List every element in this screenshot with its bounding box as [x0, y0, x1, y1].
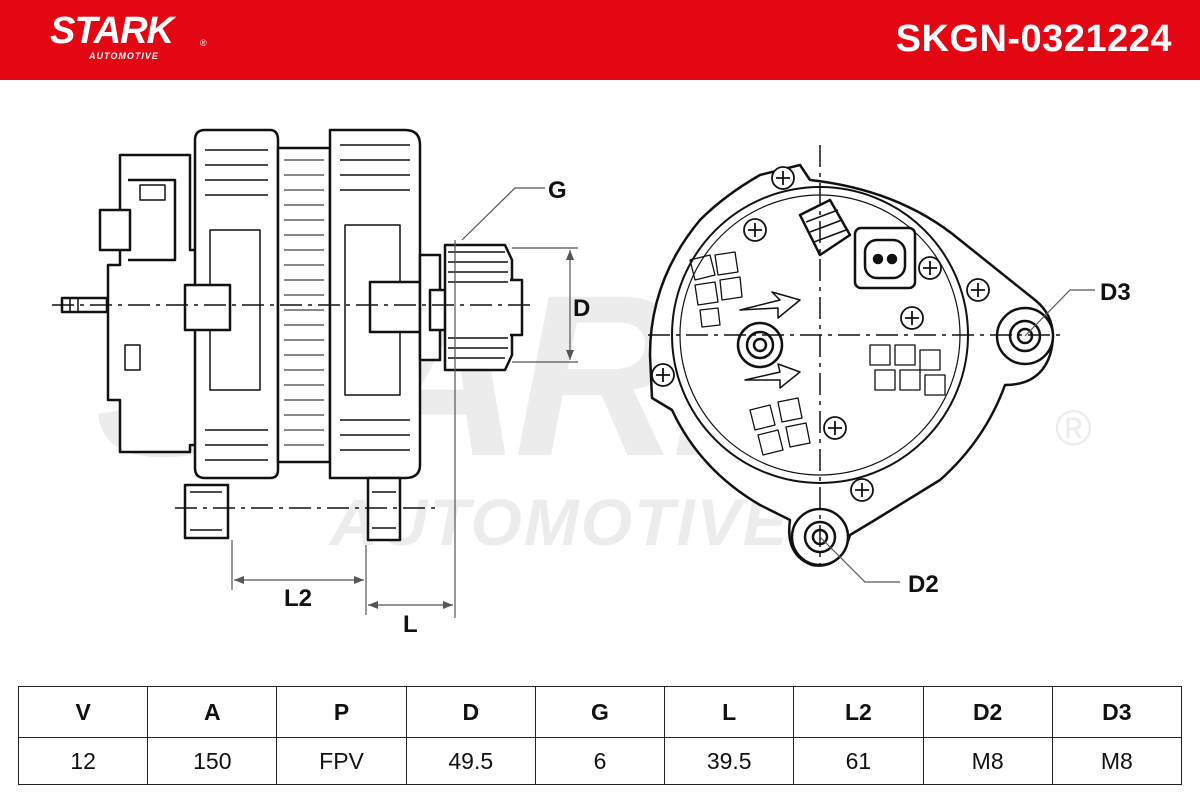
- part-number: SKGN-0321224: [895, 18, 1172, 60]
- side-view: [60, 128, 524, 542]
- spec-value-v: 12: [17, 737, 149, 785]
- spec-value-row: 12 150 FPV 49.5 6 39.5 61 M8 M8: [17, 737, 1183, 785]
- label-d2: D2: [908, 571, 939, 598]
- spec-header-g: G: [534, 686, 666, 738]
- brand-name: STARK: [50, 10, 174, 52]
- brand-logo: STARK ® AUTOMOTIVE: [50, 10, 207, 61]
- label-d: D: [573, 295, 590, 322]
- spec-value-g: 6: [534, 737, 666, 785]
- spec-header-p: P: [276, 686, 407, 738]
- dimension-labels: G D L2 L D3 D2: [284, 177, 1131, 638]
- label-l2: L2: [284, 585, 312, 612]
- spec-value-l: 39.5: [664, 737, 795, 785]
- dimension-lines-side: [231, 187, 578, 618]
- spec-value-d3: M8: [1051, 737, 1183, 785]
- label-g: G: [548, 177, 567, 204]
- watermark-sub: AUTOMOTIVE: [328, 485, 789, 559]
- spec-value-d2: M8: [922, 737, 1053, 785]
- header-bar: STARK ® AUTOMOTIVE SKGN-0321224: [0, 0, 1200, 80]
- spec-header-a: A: [147, 686, 278, 738]
- spec-value-d: 49.5: [405, 737, 536, 785]
- spec-header-v: V: [17, 686, 149, 738]
- specifications-table: V A P D G L L2 D2 D3 12 150 FPV 49.5 6 3…: [17, 686, 1183, 785]
- spec-header-l2: L2: [793, 686, 924, 738]
- spec-value-a: 150: [147, 737, 278, 785]
- front-view: [648, 163, 1055, 567]
- label-l: L: [403, 611, 418, 638]
- brand-subtitle: AUTOMOTIVE: [89, 51, 159, 61]
- label-d3: D3: [1100, 279, 1131, 306]
- spec-header-d: D: [405, 686, 536, 738]
- spec-header-row: V A P D G L L2 D2 D3: [17, 686, 1183, 738]
- alternator-technical-drawing: STARK AUTOMOTIVE ®: [52, 128, 1131, 638]
- spec-header-l: L: [664, 686, 795, 738]
- watermark-reg: ®: [1055, 400, 1092, 456]
- spec-value-l2: 61: [793, 737, 924, 785]
- front-view-centerlines: [648, 145, 1065, 565]
- side-view-centerlines: [52, 304, 535, 509]
- registered-mark: ®: [200, 38, 207, 48]
- dimension-arrows: [234, 250, 574, 609]
- spec-value-p: FPV: [276, 737, 407, 785]
- spec-header-d2: D2: [922, 686, 1053, 738]
- spec-header-d3: D3: [1051, 686, 1183, 738]
- front-view-leaders: [819, 289, 1095, 583]
